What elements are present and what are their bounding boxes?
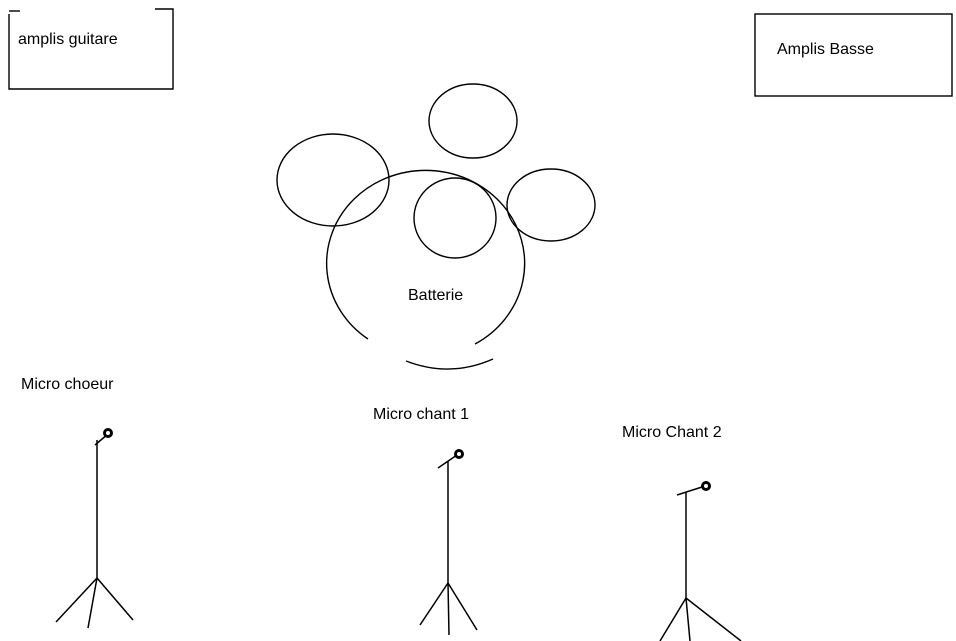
tripod-leg-left: [659, 597, 687, 641]
bass-drum-outline: [326, 169, 526, 345]
mic-head-grille: [457, 452, 461, 456]
mic-stand-vocal-2: Micro Chant 2: [622, 424, 742, 641]
tripod-leg-center: [87, 577, 98, 629]
tripod-leg-right: [96, 577, 134, 621]
bass-drum-bottom-arc: [405, 358, 494, 370]
bass-amp-label: Amplis Basse: [777, 41, 874, 58]
mic-label-vocal-2: Micro Chant 2: [622, 424, 722, 441]
rack-tom: [506, 168, 596, 242]
tripod-leg-center: [685, 597, 691, 641]
mic-boom: [676, 486, 703, 496]
mic-label-choir: Micro choeur: [21, 376, 114, 393]
mic-head-grille: [704, 484, 708, 488]
tripod-leg-left: [55, 577, 98, 623]
mic-label-vocal-1: Micro chant 1: [373, 406, 469, 423]
drum-kit-label: Batterie: [408, 287, 463, 304]
tripod-leg-center: [447, 582, 450, 636]
mic-head-grille: [106, 431, 110, 435]
guitar-amp-box: [8, 8, 174, 90]
guitar-amp: amplis guitare: [8, 8, 174, 90]
tripod-leg-left: [419, 582, 449, 626]
mic-stand-choir: Micro choeur: [21, 376, 134, 629]
drum-kit: Batterie: [276, 83, 596, 370]
bass-amp: Amplis Basse: [754, 13, 953, 97]
mic-stand-vocal-1: Micro chant 1: [373, 406, 478, 636]
crash-cymbal: [428, 83, 518, 159]
tripod-leg-right: [447, 582, 478, 631]
tripod-leg-right: [685, 597, 742, 641]
snare-drum: [413, 177, 497, 259]
bass-amp-box: [754, 13, 953, 97]
guitar-amp-label: amplis guitare: [18, 31, 118, 48]
floor-tom: [276, 133, 390, 227]
